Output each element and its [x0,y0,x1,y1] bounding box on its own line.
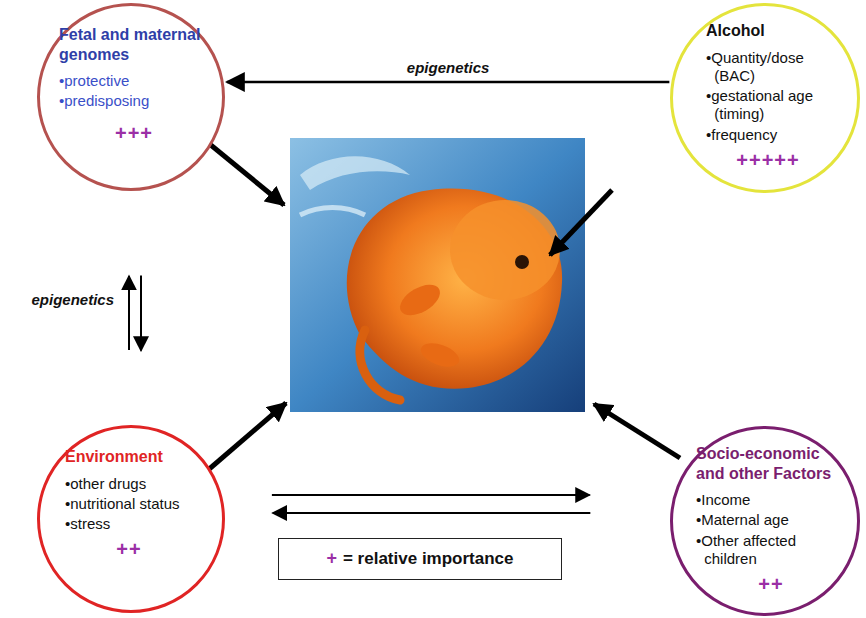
influence-arrow [550,190,612,255]
legend-box: + = relative importance [278,538,562,580]
influence-arrow [594,404,680,458]
bullet-item: •nutritional status [65,495,193,513]
epigenetic-arrow [273,512,591,514]
embryo-head [450,200,560,300]
epigenetic-arrow [128,276,130,350]
bullet-item: •Other affected children [696,532,846,569]
circle-text-block: Socio-economic and other Factors •Income •… [696,444,846,597]
bullet-item: •Quantity/dose (BAC) [706,49,830,86]
bullet-item: •Maternal age [696,511,846,529]
circle-text-block: Environment •other drugs •nutritional stat… [65,447,193,562]
epigenetic-arrow [227,81,670,84]
circle-border [39,427,224,612]
bullet-item: •other drugs [65,475,193,493]
importance-rating: +++++ [706,148,830,172]
circle-text-block: Alcohol •Quantity/dose (BAC)•gestational … [706,21,830,172]
factor-circle: Environment •other drugs •nutritional stat… [37,425,225,613]
bullet-item: •predisposing [59,92,209,110]
edge-label: epigenetics [404,59,493,76]
factor-circle: Fetal and maternal genomes •protective •pr… [37,3,225,191]
epigenetic-arrow [140,275,142,350]
importance-rating: ++ [65,537,193,561]
legend-symbol: + [326,548,337,570]
node-title: Socio-economic and other Factors [696,444,846,483]
embryo-tail [360,330,400,400]
importance-rating: +++ [59,121,209,145]
bullet-item: •stress [65,515,193,533]
node-title: Environment [65,447,193,467]
bullet-item: •gestational age (timing) [706,87,830,124]
bullet-item: •frequency [706,126,830,144]
circle-border [672,5,859,192]
epigenetic-arrow [272,494,590,496]
bullet-item: •Income [696,491,846,509]
node-title: Fetal and maternal genomes [59,25,209,64]
circle-text-block: Fetal and maternal genomes •protective •pr… [59,25,209,145]
umbilical-wisp [300,208,365,216]
limb-bud [418,339,462,371]
factor-circle: Alcohol •Quantity/dose (BAC)•gestational … [670,3,860,193]
bullet-item: •protective [59,72,209,90]
limb-bud [395,279,445,322]
membrane-wisp [300,156,410,190]
legend-text: = relative importance [343,549,514,570]
photo-background [290,138,585,412]
circle-border [672,428,859,615]
embryo-eye [515,255,529,269]
factor-circle: Socio-economic and other Factors •Income •… [670,426,860,616]
edge-label: epigenetics [28,291,117,308]
embryo-body [347,189,562,389]
node-title: Alcohol [706,21,830,41]
importance-rating: ++ [696,572,846,596]
circle-border [39,5,224,190]
